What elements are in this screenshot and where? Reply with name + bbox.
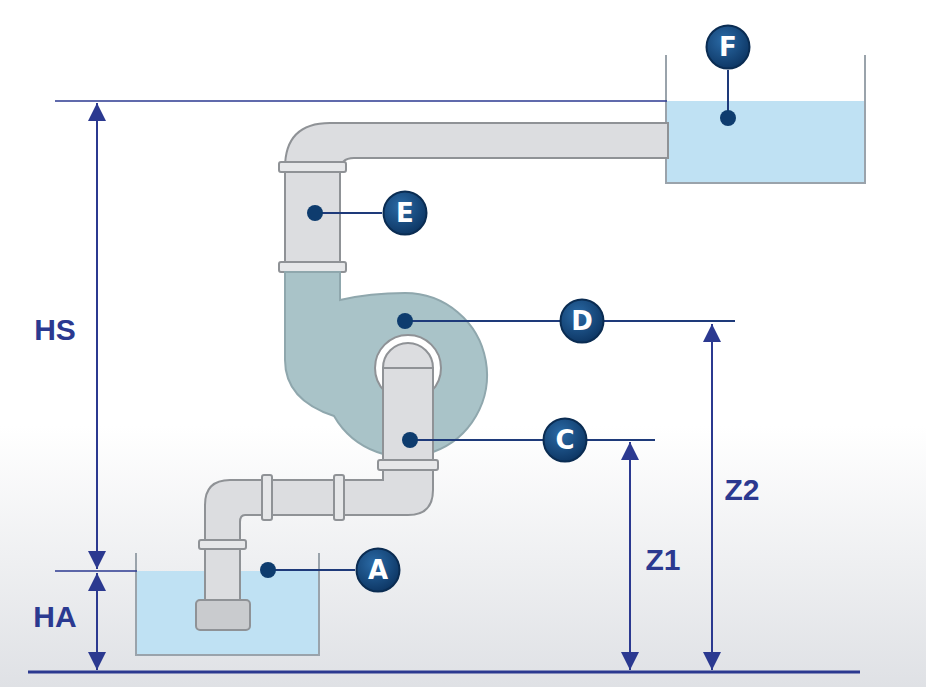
dimension-label: Z1 xyxy=(645,545,680,575)
callout-letter: D xyxy=(571,308,593,334)
dimension-label: HS xyxy=(34,315,76,345)
suction-pipe xyxy=(205,368,433,602)
callout-circle: E xyxy=(382,190,428,236)
point-dot xyxy=(402,432,418,448)
dimension-arrow xyxy=(629,442,631,670)
callout-letter: F xyxy=(719,34,737,60)
callout-circle-fill xyxy=(384,192,427,235)
leader-line xyxy=(410,439,655,441)
point-dot xyxy=(397,313,413,329)
dimension-label: Z2 xyxy=(724,475,759,505)
callout-circle: A xyxy=(355,547,401,593)
foot-strainer xyxy=(196,600,250,630)
dimension-arrow xyxy=(96,103,98,569)
upper-tank xyxy=(666,55,865,183)
dimension-label: HA xyxy=(33,602,76,632)
pipe-flange xyxy=(279,262,346,272)
callout-letter: C xyxy=(555,427,574,453)
point-dot xyxy=(720,110,736,126)
callout-circle-fill xyxy=(357,549,400,592)
upper-water xyxy=(667,101,864,183)
callout-circle-fill xyxy=(544,419,587,462)
callout-letter: A xyxy=(368,557,388,583)
level-line xyxy=(55,100,667,102)
callout-letter: E xyxy=(396,200,414,226)
discharge-pipe xyxy=(285,123,668,278)
pipe-flange xyxy=(262,475,272,520)
leader-line xyxy=(268,569,355,571)
pipe-flange xyxy=(279,162,346,172)
callout-circle: D xyxy=(559,298,605,344)
ground-line xyxy=(28,671,860,674)
dimension-arrow xyxy=(711,324,713,670)
callout-circle-fill xyxy=(561,300,604,343)
pipe-flange xyxy=(378,460,438,470)
point-dot xyxy=(260,562,276,578)
callout-circle: C xyxy=(542,417,588,463)
leader-line xyxy=(315,212,382,214)
pipe-flange xyxy=(199,540,246,549)
callout-circle: F xyxy=(705,24,751,70)
point-dot xyxy=(307,205,323,221)
pipe-flange xyxy=(334,475,344,520)
level-line xyxy=(55,570,137,572)
callout-circle-fill xyxy=(707,26,750,69)
dimension-arrow xyxy=(96,573,98,670)
